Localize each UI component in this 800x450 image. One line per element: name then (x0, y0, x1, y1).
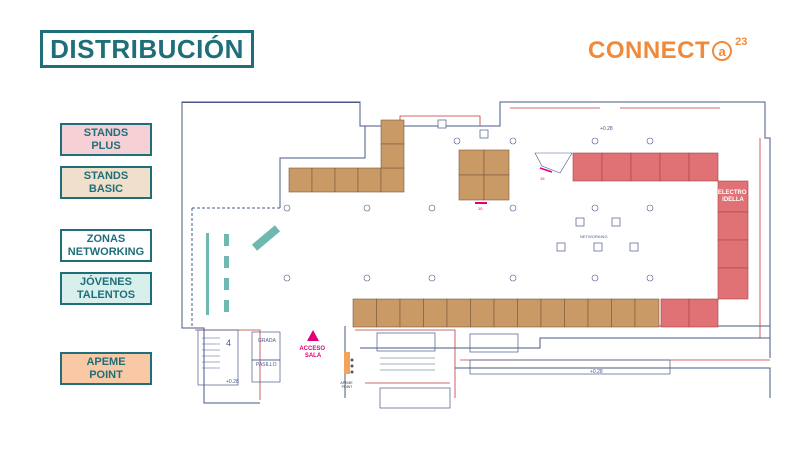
apeme-point-area (344, 352, 350, 374)
stand-marker-right (539, 167, 553, 173)
legend-stands-basic: STANDS BASIC (60, 166, 152, 199)
stand-basic (376, 298, 401, 328)
stand-plus (572, 152, 603, 182)
label-electro-idella: ELECTRO IDELLA (718, 190, 748, 203)
stand-basic (399, 298, 424, 328)
electro-line-2: IDELLA (722, 197, 744, 203)
logo-badge-icon: a (712, 41, 733, 61)
stand-plus (717, 180, 749, 213)
stand-plus (717, 267, 749, 300)
label-apeme-point: APEME POINT (340, 381, 353, 389)
stand-plus (660, 298, 690, 328)
stand-basic (423, 298, 448, 328)
label-acceso-sala: ACCESO SALA (299, 346, 326, 359)
stand-plus (717, 239, 749, 269)
diagonal-stand (534, 152, 573, 174)
stand-basic (334, 167, 359, 193)
stand-basic (446, 298, 471, 328)
plan-columns (283, 137, 654, 282)
acceso-line-2: SALA (305, 353, 322, 359)
label-grada: GRADA (258, 338, 276, 344)
stand-basic (470, 298, 495, 328)
stand-basic (483, 174, 510, 201)
stand-marker (475, 202, 487, 204)
stand-basic (634, 298, 660, 328)
stand-basic (380, 143, 405, 169)
stand-basic (517, 298, 542, 328)
stand-number-center: 10 (478, 206, 483, 211)
stand-plus (601, 152, 632, 182)
logo-year: 23 (735, 36, 748, 48)
legend-jovenes-talentos: JÓVENES TALENTOS (60, 272, 152, 305)
stand-plus (717, 211, 749, 241)
stand-basic (352, 298, 377, 328)
stand-plus (688, 298, 719, 328)
label-networking: NETWORKING (580, 234, 608, 239)
stand-basic (380, 167, 405, 193)
stand-basic (380, 119, 405, 145)
level-top: +0.28 (600, 126, 613, 132)
jovenes-talentos-zone (206, 225, 281, 315)
stand-basic (458, 174, 485, 201)
stand-number-right: 19 (540, 176, 545, 181)
stand-basic (288, 167, 313, 193)
networking-tables (437, 119, 639, 252)
stand-basic (611, 298, 636, 328)
legend-stands-plus: STANDS PLUS (60, 123, 152, 156)
legend-apeme-point: APEME POINT (60, 352, 152, 385)
stand-basic (587, 298, 612, 328)
level-bottom: +0.28 (590, 369, 603, 375)
stands-basic-island (458, 149, 510, 201)
stand-plus (659, 152, 690, 182)
stand-basic (483, 149, 510, 176)
label-pasillo: PASILLO (256, 362, 277, 368)
plan-rooms-bottom (197, 329, 671, 409)
stand-plus (630, 152, 661, 182)
acceso-line-1: ACCESO (299, 346, 325, 352)
apeme-line-2: POINT (342, 385, 354, 389)
stair-number: 4 (226, 338, 231, 348)
logo-text: CONNECT (588, 37, 711, 64)
stand-basic (357, 167, 382, 193)
page-title: DISTRIBUCIÓN (40, 30, 254, 68)
acceso-arrow-icon (307, 330, 319, 341)
stand-plus (688, 152, 719, 182)
connecta-logo: CONNECT a 23 (588, 34, 778, 68)
apeme-line-1: APEME (340, 381, 353, 385)
stand-basic (564, 298, 589, 328)
electro-line-1: ELECTRO (718, 190, 747, 196)
stand-basic (311, 167, 336, 193)
floor-plan: 4 GRADA PASILLO +0.28 +0.28 +0.28 10 (181, 101, 771, 409)
stand-basic (458, 149, 485, 176)
plan-stairs (202, 337, 435, 371)
legend-zonas-networking: ZONAS NETWORKING (60, 229, 152, 262)
level-left: +0.28 (226, 379, 239, 385)
stand-basic (493, 298, 518, 328)
stands-basic-top (288, 119, 405, 193)
plan-walls (181, 101, 771, 404)
stands-plus (572, 152, 749, 328)
stand-basic (540, 298, 565, 328)
stands-basic-bottom (352, 298, 660, 328)
